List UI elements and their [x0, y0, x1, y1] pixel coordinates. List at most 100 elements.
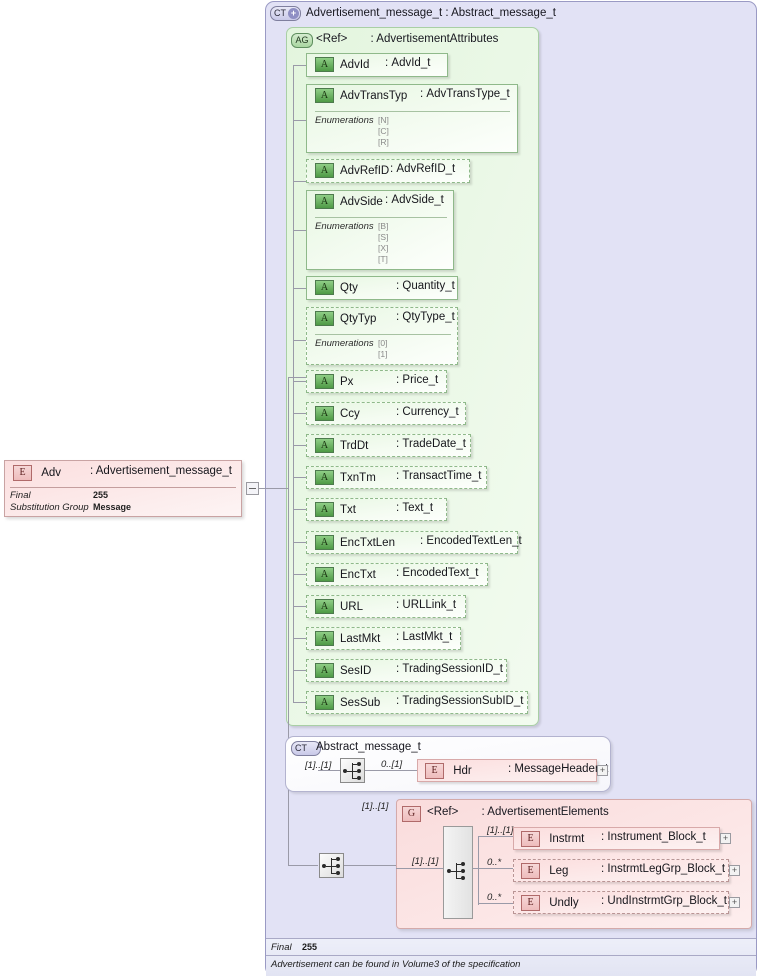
element-box-instrmt[interactable]: E Instrmt : Instrument_Block_t	[513, 827, 720, 850]
element-type: MessageHeader_t	[514, 763, 609, 775]
enumerations-label: Enumerations	[315, 338, 374, 349]
element-box-undly[interactable]: E Undly : UndInstrmtGrp_Block_t	[513, 891, 729, 914]
attribute-separator: :	[396, 663, 400, 675]
attribute-separator: :	[420, 535, 424, 547]
expand-toggle-instrmt[interactable]: +	[720, 833, 731, 844]
attribute-icon: A	[315, 535, 334, 550]
root-element-box[interactable]: E Adv : Advertisement_message_t Final 25…	[4, 460, 242, 517]
attribute-icon: A	[315, 374, 334, 389]
expand-toggle-leg[interactable]: +	[729, 865, 740, 876]
expand-toggle-hdr[interactable]: +	[597, 765, 608, 776]
root-element-name: Adv	[41, 467, 62, 480]
attribute-type: URLLink_t	[402, 599, 457, 611]
inner-branch-trunk	[478, 836, 479, 905]
elements-connector	[344, 865, 396, 866]
attribute-type: Currency_t	[402, 406, 459, 418]
attribute-type: AdvTransType_t	[426, 88, 510, 100]
attribute-icon: A	[315, 470, 334, 485]
element-type: InstrmtLegGrp_Block_t	[607, 863, 726, 875]
branch-undly	[478, 903, 513, 904]
element-icon: E	[13, 465, 32, 481]
sequence-compositor-icon-outer[interactable]	[319, 853, 344, 878]
attribute-separator: :	[396, 374, 400, 386]
attr-connector	[293, 65, 306, 66]
attribute-separator: :	[385, 194, 389, 206]
attribute-type-row: : QtyType_t	[396, 311, 455, 323]
attr-connector	[293, 574, 306, 575]
enumeration-value: [X]	[378, 243, 389, 253]
inner-sequence-occurrence: [1]..[1]	[412, 856, 439, 867]
enumerations-label: Enumerations	[315, 115, 374, 126]
attribute-separator: :	[396, 631, 400, 643]
attribute-type-row: : Currency_t	[396, 406, 459, 418]
attribute-separator: :	[396, 502, 400, 514]
element-separator: :	[601, 831, 605, 843]
ref-name: AdvertisementAttributes	[376, 33, 499, 45]
group-ref-label: <Ref> : AdvertisementElements	[427, 806, 609, 818]
attribute-type: TradeDate_t	[402, 438, 466, 450]
element-box-leg[interactable]: E Leg : InstrmtLegGrp_Block_t	[513, 859, 729, 882]
attribute-type: QtyType_t	[402, 311, 455, 323]
root-element-type-row: : Advertisement_message_t	[90, 465, 232, 477]
attribute-name: EncTxt	[340, 568, 376, 581]
divider	[315, 111, 510, 112]
footer-final-label: Final	[271, 942, 292, 953]
attribute-icon: A	[315, 502, 334, 517]
attribute-separator: :	[396, 567, 400, 579]
collapse-toggle[interactable]	[246, 482, 259, 495]
attr-connector	[293, 381, 306, 382]
attribute-separator: :	[396, 695, 400, 707]
attribute-group-ref-label: <Ref> : AdvertisementAttributes	[316, 33, 498, 45]
leg-occurrence: 0..*	[487, 857, 502, 868]
element-type-row: : UndInstrmtGrp_Block_t	[601, 895, 727, 907]
element-row: E Instrmt	[521, 831, 584, 847]
attribute-name: AdvSide	[340, 195, 383, 208]
attribute-name: URL	[340, 600, 364, 613]
attribute-separator: :	[420, 88, 424, 100]
attribute-type: TradingSessionID_t	[402, 663, 503, 675]
element-icon: E	[521, 895, 540, 911]
attribute-name: LastMkt	[340, 632, 381, 645]
advertisement-elements-outer-occurrence: [1]..[1]	[362, 801, 389, 812]
attribute-separator: :	[396, 280, 400, 292]
ref-text: <Ref>	[316, 33, 348, 45]
ct-plus-icon[interactable]: CT+	[270, 5, 301, 23]
divider	[315, 334, 451, 335]
footer-band	[266, 938, 756, 976]
element-box-hdr[interactable]: E Hdr : MessageHeader_t	[417, 759, 608, 782]
attribute-icon: A	[315, 280, 334, 295]
expand-toggle-undly[interactable]: +	[729, 897, 740, 908]
attribute-type: AdvSide_t	[391, 194, 444, 206]
element-name: Leg	[549, 865, 569, 878]
attribute-name: QtyTyp	[340, 312, 377, 325]
divider	[315, 217, 447, 218]
sequence-compositor-icon[interactable]	[340, 758, 365, 783]
attribute-type-row: : TransactTime_t	[396, 470, 481, 482]
attribute-type-row: : URLLink_t	[396, 599, 456, 611]
ct-icon: CT	[291, 740, 321, 758]
group-ref-name: AdvertisementElements	[487, 806, 609, 818]
sequence-compositor-icon-inner[interactable]	[445, 859, 470, 884]
